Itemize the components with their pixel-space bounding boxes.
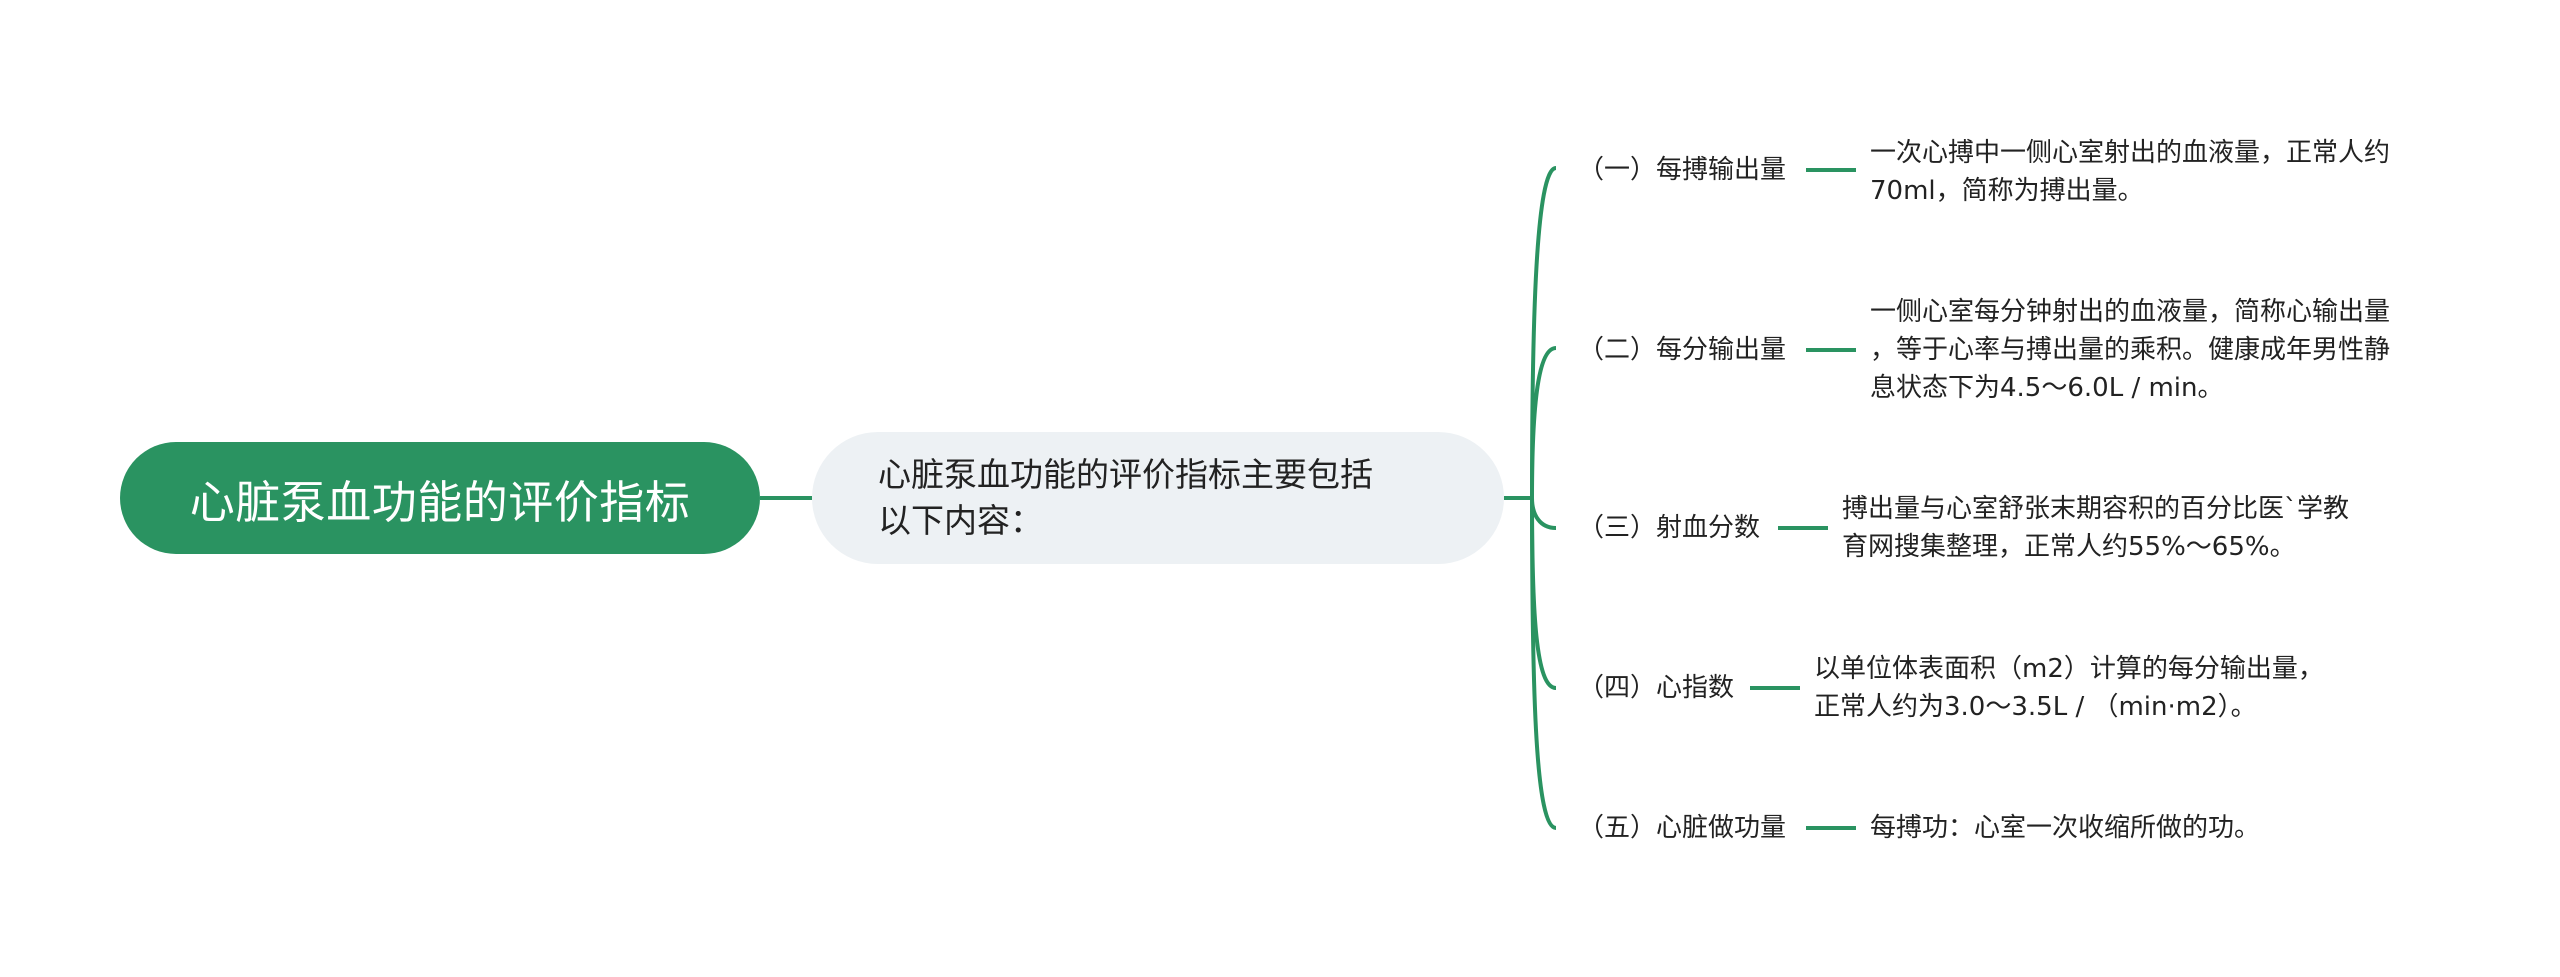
detail-1-line-2: 70ml，简称为搏出量。 (1870, 176, 2144, 206)
detail-2-line-3: 息状态下为4.5～6.0L / min。 (1870, 373, 2224, 403)
branch-1-curve (1530, 166, 1557, 499)
detail-2-line-2: ，等于心率与搏出量的乘积。健康成年男性静 (1870, 335, 2391, 365)
branch-label-ejection-fraction[interactable]: （三）射血分数 (1578, 511, 1760, 545)
branch-label-stroke-volume[interactable]: （一）每搏输出量 (1578, 153, 1786, 187)
detail-1-line-1: 一次心搏中一侧心室射出的血液量，正常人约 (1870, 138, 2391, 168)
detail-3-line-2: 育网搜集整理，正常人约55%～65%。 (1842, 532, 2296, 562)
detail-stroke-volume[interactable]: 一次心搏中一侧心室射出的血液量，正常人约 70ml，简称为搏出量。 (1870, 134, 2390, 210)
branch-3-label: （三）射血分数 (1578, 513, 1761, 543)
detail-cardiac-index[interactable]: 以单位体表面积（m2）计算的每分输出量， 正常人约为3.0～3.5L / （mi… (1814, 650, 2324, 726)
branch-label-cardiac-work[interactable]: （五）心脏做功量 (1578, 811, 1786, 845)
detail-cardiac-output[interactable]: 一侧心室每分钟射出的血液量，简称心输出量 ，等于心率与搏出量的乘积。健康成年男性… (1870, 293, 2390, 407)
branch-5-curve (1530, 497, 1557, 830)
branch-5-label: （五）心脏做功量 (1578, 813, 1787, 843)
branch-label-cardiac-output[interactable]: （二）每分输出量 (1578, 333, 1786, 367)
root-node[interactable]: 心脏泵血功能的评价指标 (120, 442, 760, 554)
branch-2-label: （二）每分输出量 (1578, 335, 1787, 365)
middle-node[interactable]: 心脏泵血功能的评价指标主要包括 以下内容： (812, 432, 1504, 564)
detail-ejection-fraction[interactable]: 搏出量与心室舒张末期容积的百分比医`学教 育网搜集整理，正常人约55%～65%。 (1842, 490, 2349, 566)
root-label: 心脏泵血功能的评价指标 (189, 475, 691, 529)
middle-label-line-1: 心脏泵血功能的评价指标主要包括 (878, 455, 1373, 494)
detail-2-line-1: 一侧心室每分钟射出的血液量，简称心输出量 (1870, 297, 2391, 327)
middle-label-line-2: 以下内容： (878, 501, 1043, 540)
branch-4-label: （四）心指数 (1578, 673, 1735, 703)
branch-label-cardiac-index[interactable]: （四）心指数 (1578, 671, 1734, 705)
detail-cardiac-work[interactable]: 每搏功：心室一次收缩所做的功。 (1870, 809, 2260, 847)
branch-2-curve (1530, 346, 1557, 499)
detail-3-line-1: 搏出量与心室舒张末期容积的百分比医`学教 (1842, 494, 2350, 524)
detail-4-line-2: 正常人约为3.0～3.5L / （min·m2）。 (1814, 692, 2257, 722)
branch-1-label: （一）每搏输出量 (1578, 155, 1787, 185)
detail-4-line-1: 以单位体表面积（m2）计算的每分输出量， (1814, 654, 2324, 684)
detail-5-line-1: 每搏功：心室一次收缩所做的功。 (1870, 813, 2261, 843)
branch-3-curve (1530, 497, 1557, 530)
